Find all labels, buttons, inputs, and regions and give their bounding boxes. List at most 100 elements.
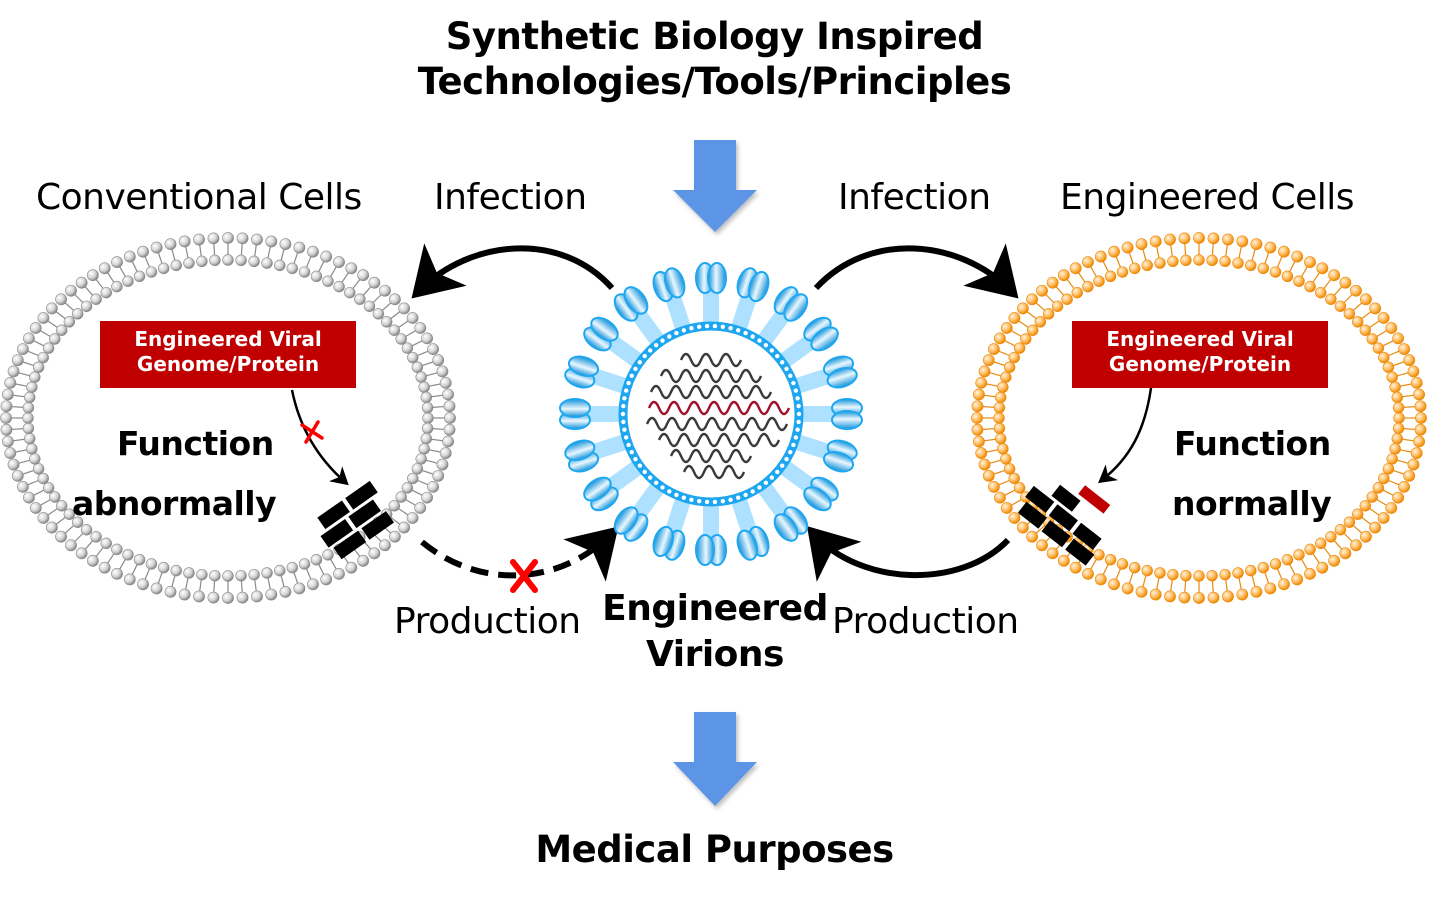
lipid-head-inner (122, 549, 134, 561)
lipid-head-outer (207, 591, 220, 604)
lipid-tail (390, 516, 401, 526)
left-genome-protein-box: Engineered Viral Genome/Protein (100, 321, 356, 388)
engineered-virions-label: Engineered Virions (600, 586, 830, 678)
lipid-tail (1392, 361, 1405, 367)
lipid-head-outer (1403, 469, 1416, 482)
genome-strand (649, 384, 773, 400)
lipid-head-outer (123, 250, 136, 263)
lipid-head-outer (1069, 262, 1082, 275)
lipid-head-inner (90, 531, 102, 543)
lipid-head-inner (1334, 300, 1347, 312)
lipid-head-outer (29, 322, 42, 334)
lipid-head-outer (98, 561, 111, 574)
envelope-bead (728, 497, 733, 502)
lipid-head-outer (345, 561, 358, 574)
lipid-tail (185, 577, 189, 590)
lipid-tail (1323, 278, 1332, 290)
envelope-bead (674, 492, 679, 498)
lipid-tail (417, 350, 429, 357)
lipid-head-outer (1094, 250, 1107, 263)
lipid-head-inner (1386, 371, 1398, 383)
lipid-tail (1264, 572, 1270, 584)
lipid-head-outer (251, 233, 263, 246)
lipid-head-inner (170, 564, 182, 577)
lipid-head-outer (193, 590, 205, 603)
envelope-bead (796, 403, 801, 409)
lipid-tail (1388, 350, 1400, 357)
lipid-tail (1142, 248, 1147, 261)
lipid-head-outer (971, 412, 983, 424)
lipid-head-inner (407, 472, 419, 485)
lipid-head-outer (1392, 332, 1405, 345)
lipid-head-inner (1206, 569, 1218, 582)
lipid-head-outer (1178, 232, 1191, 245)
lipid-head-inner (222, 254, 234, 266)
lipid-tail (1396, 372, 1409, 377)
spike-protein (564, 434, 628, 473)
lipid-head-outer (1369, 521, 1382, 534)
lipid-head-inner (49, 491, 61, 503)
lipid-head-inner (261, 257, 273, 269)
lipid-tail (1403, 428, 1416, 431)
envelope-bead (647, 348, 653, 353)
lipid-head-inner (80, 300, 93, 312)
lipid-head-outer (207, 232, 220, 245)
lipid-head-inner (1378, 472, 1390, 485)
lipid-head-outer (432, 354, 445, 367)
lipid-tail (425, 372, 438, 377)
envelope-bead (779, 360, 785, 365)
envelope-bead (712, 323, 718, 329)
lipid-head-inner (1366, 491, 1378, 503)
lipid-tail (1102, 260, 1109, 273)
lipid-head-inner (1193, 254, 1205, 266)
lipid-head-outer (1360, 530, 1372, 543)
envelope-bead (735, 495, 741, 500)
spike-protein (731, 267, 770, 331)
lipid-head-outer (442, 435, 455, 448)
lipid-head-outer (1414, 423, 1427, 436)
lipid-tail (84, 540, 94, 550)
envelope-bead (769, 475, 775, 480)
lipid-tail (432, 405, 445, 408)
lipid-head-inner (997, 443, 1009, 455)
lipid-head-outer (11, 354, 24, 367)
lipid-tail (1402, 394, 1415, 398)
lipid-tail (305, 568, 312, 580)
lipid-tail (47, 320, 58, 328)
lipid-tail (405, 329, 417, 338)
right-box-line-2: Genome/Protein (1108, 352, 1292, 376)
envelope-bead (712, 499, 718, 505)
lipid-head-inner (196, 255, 208, 268)
lipid-head-inner (1257, 561, 1269, 574)
lipid-head-outer (442, 388, 455, 401)
lipid-head-inner (421, 422, 434, 435)
lipid-head-outer (436, 365, 449, 378)
envelope-bead (795, 427, 800, 432)
lipid-head-inner (997, 381, 1009, 393)
lipid-head-outer (1057, 554, 1070, 567)
lipid-head-outer (993, 332, 1006, 345)
lipid-tail (982, 405, 995, 408)
envelope-bead (757, 485, 762, 490)
lipid-head-inner (1245, 259, 1257, 272)
lipid-tail (55, 310, 66, 320)
envelope-bead (633, 456, 638, 462)
lipid-head-inner (1020, 333, 1032, 345)
lipid-head-inner (421, 401, 434, 414)
lipid-head-inner (1129, 262, 1141, 275)
lipid-head-outer (320, 573, 333, 586)
lipid-head-outer (164, 585, 177, 598)
lipid-tail (157, 572, 163, 584)
envelope-bead (791, 442, 796, 448)
lipid-head-inner (196, 568, 208, 581)
lipid-head-outer (1250, 585, 1263, 598)
lipid-head-outer (982, 469, 995, 482)
lipid-tail (22, 361, 35, 367)
lipid-tail (428, 449, 441, 453)
lipid-head-outer (978, 365, 991, 378)
lipid-head-inner (63, 508, 76, 520)
lipid-head-outer (1407, 458, 1420, 471)
page-title: Synthetic Biology Inspired Technologies/… (0, 14, 1429, 104)
lipid-tail (254, 244, 257, 257)
lipid-head-outer (1304, 567, 1316, 580)
